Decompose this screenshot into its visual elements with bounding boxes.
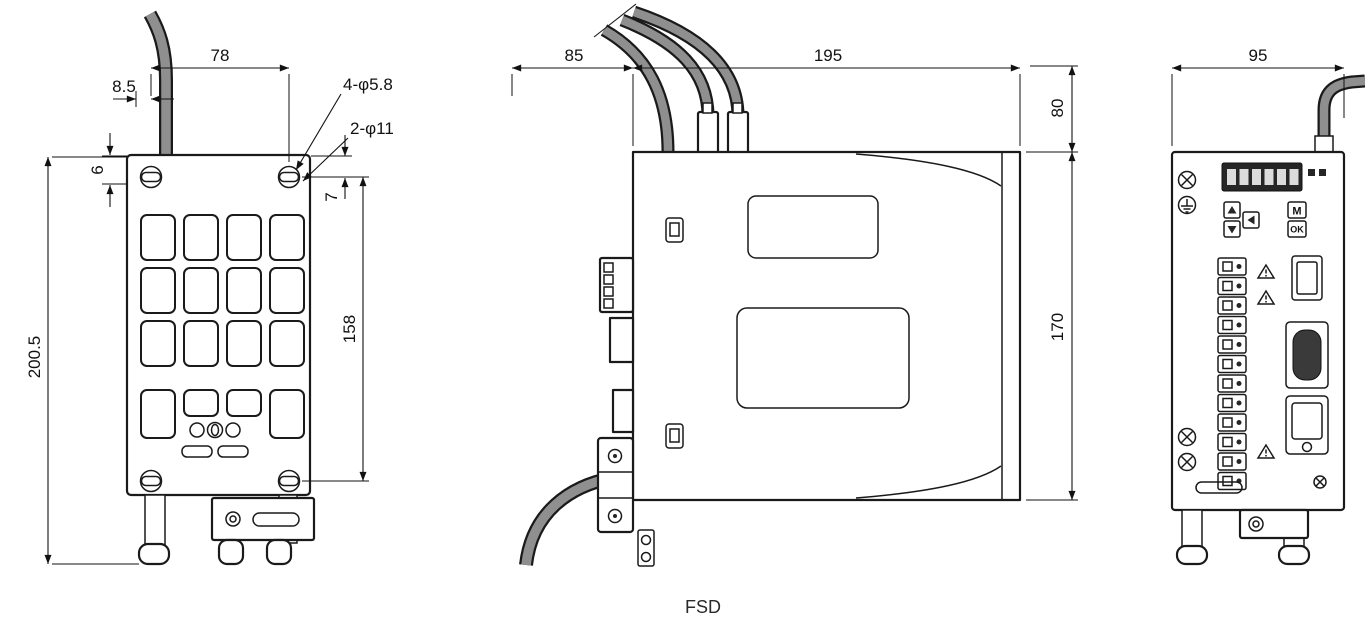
svg-text:6: 6 [88, 165, 107, 174]
terminal-block [1217, 471, 1247, 491]
keypad: M OK [1223, 201, 1307, 238]
callout-small-holes: 4-φ5.8 [295, 75, 393, 171]
rear-bottom-bracket [137, 494, 316, 566]
side-connector-plate-1 [608, 316, 635, 364]
screw-icon [1313, 475, 1327, 489]
side-terminal-block [598, 256, 635, 314]
cable-connector [726, 110, 750, 156]
retaining-clip-top [665, 217, 684, 243]
seven-segment-display [1221, 162, 1326, 192]
mount-slot-top-left [139, 165, 163, 189]
dim-cable-offset: 8.5 [112, 77, 174, 107]
svg-text:78: 78 [211, 46, 230, 65]
knockout-holes [181, 421, 249, 458]
mount-slot [1195, 481, 1243, 494]
rear-top-cable [143, 10, 173, 160]
svg-text:M: M [1292, 206, 1301, 218]
dim-mount-hole-height: 158 [302, 176, 369, 482]
side-top-cables [593, 3, 750, 156]
dim-tab-height: 6 [88, 133, 127, 207]
down-button[interactable] [1223, 220, 1241, 238]
nameplate-large [736, 307, 910, 409]
warning-icon [1256, 289, 1276, 305]
dim-top-hole-spacing: 78 [150, 46, 290, 162]
up-button[interactable] [1223, 201, 1241, 219]
svg-text:80: 80 [1048, 99, 1067, 118]
svg-text:195: 195 [814, 46, 842, 65]
terminal-block [1217, 257, 1247, 276]
terminal-block [1217, 335, 1247, 354]
arrow-up-icon [1227, 206, 1237, 214]
terminal-block [1217, 393, 1247, 413]
svg-text:85: 85 [565, 46, 584, 65]
retaining-clip-bottom [665, 423, 684, 449]
io-connector [1291, 255, 1323, 301]
terminal-block [1217, 276, 1247, 296]
dim-slot-offset: 7 [311, 135, 352, 202]
svg-text:170: 170 [1048, 313, 1067, 341]
warning-icon [1256, 263, 1276, 279]
callout-large-holes: 2-φ11 [302, 119, 394, 182]
front-top-cable [1314, 74, 1365, 153]
figure-title: FSD [685, 597, 721, 617]
arrow-left-icon [1247, 215, 1255, 225]
screw-icon [1177, 170, 1197, 190]
dim-width: 95 [1171, 46, 1345, 146]
vent-grid [140, 214, 305, 439]
side-view: 85 195 80 170 [511, 3, 1078, 567]
front-view: M OK [1170, 46, 1365, 566]
terminal-block [1217, 354, 1247, 374]
svg-text:158: 158 [340, 315, 359, 343]
m-button[interactable]: M [1287, 201, 1307, 219]
screw-icon [1177, 452, 1197, 472]
mount-slot-top-right [277, 165, 301, 189]
svg-text:95: 95 [1249, 46, 1268, 65]
screw-icon [1177, 427, 1197, 447]
side-body [631, 150, 1022, 502]
mount-slot-bottom-left [139, 469, 163, 493]
terminal-block [1217, 432, 1247, 452]
terminal-block [1217, 452, 1247, 471]
ground-icon [1177, 195, 1197, 215]
dim-overall-height: 200.5 [25, 156, 139, 565]
svg-text:200.5: 200.5 [25, 336, 44, 379]
svg-text:2-φ11: 2-φ11 [350, 119, 394, 138]
ok-button[interactable]: OK [1287, 220, 1307, 238]
bezel-curve-top [855, 153, 1002, 187]
arrow-down-icon [1227, 226, 1237, 234]
nameplate-small [747, 195, 879, 259]
terminal-block [1217, 413, 1247, 432]
dim-front-depth: 85 [511, 46, 634, 146]
terminal-block-column [1217, 257, 1247, 491]
terminal-block [1217, 296, 1247, 315]
front-bottom-bracket [1175, 508, 1311, 566]
cable-connector [696, 110, 720, 156]
terminal-block [1217, 315, 1247, 335]
status-led [1319, 169, 1326, 176]
terminal-block [1217, 374, 1247, 393]
mount-slot-bottom-right [277, 469, 301, 493]
bezel-curve-bottom [855, 465, 1002, 499]
svg-text:4-φ5.8: 4-φ5.8 [343, 75, 393, 94]
svg-text:7: 7 [322, 192, 341, 201]
dsub-connector [1285, 321, 1329, 389]
dim-body-depth: 195 [633, 46, 1021, 146]
side-connector-plate-2 [611, 388, 635, 434]
left-button[interactable] [1242, 211, 1260, 229]
encoder-connector [1285, 395, 1329, 455]
status-led [1308, 169, 1315, 176]
svg-text:8.5: 8.5 [112, 77, 136, 96]
rear-view: 78 8.5 4-φ5.8 2-φ11 6 [25, 10, 394, 566]
svg-text:OK: OK [1290, 225, 1304, 235]
warning-icon [1256, 443, 1276, 459]
dim-body-height: 170 [1026, 151, 1078, 501]
cable-clamp-bracket [596, 436, 655, 567]
front-body [1170, 150, 1346, 512]
dim-cable-clearance: 80 [1030, 65, 1078, 152]
